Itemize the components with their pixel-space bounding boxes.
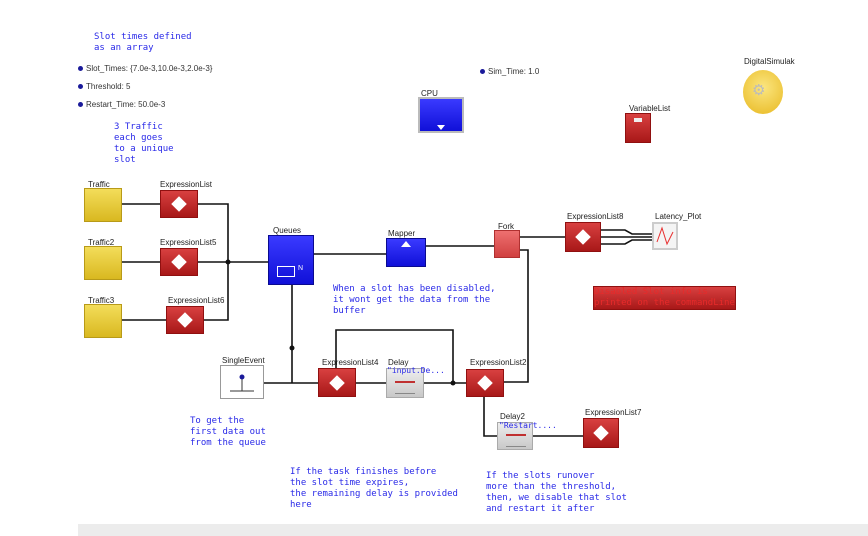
- expr6-label: ExpressionList6: [168, 296, 225, 305]
- slot-icon: [634, 118, 642, 122]
- delay-expression: "input.De...: [387, 366, 445, 375]
- mapper-block[interactable]: [386, 238, 426, 267]
- variable-list[interactable]: [625, 113, 651, 143]
- traffic3-source[interactable]: [84, 304, 122, 338]
- diamond-icon: [593, 425, 609, 441]
- wire: [601, 239, 652, 245]
- note-slot-times: Slot times defined as an array: [94, 32, 192, 53]
- note-first-data: To get the first data out from the queue: [190, 416, 266, 448]
- traffic-source[interactable]: [84, 188, 122, 222]
- gears-icon: ⚙: [752, 82, 766, 99]
- fork-label: Fork: [498, 222, 514, 231]
- horizontal-scrollbar[interactable]: [78, 524, 868, 536]
- varlist-label: VariableList: [629, 104, 671, 113]
- queue-n-label: N: [298, 265, 304, 272]
- expression-list7[interactable]: [583, 418, 619, 448]
- plot-icon: [656, 226, 674, 246]
- note-commandline: Disabled Slot info is printed on the com…: [593, 286, 736, 310]
- diamond-icon: [477, 375, 493, 391]
- expression-list4[interactable]: [318, 368, 356, 397]
- cpu-block[interactable]: [418, 97, 464, 133]
- delay2-label: Delay2: [500, 412, 525, 421]
- wire: [335, 329, 454, 383]
- expr5-label: ExpressionList5: [160, 238, 217, 247]
- delay-icon: [395, 381, 415, 394]
- latency-plot[interactable]: [652, 222, 678, 250]
- single-event[interactable]: [220, 365, 264, 399]
- traffic2-source[interactable]: [84, 246, 122, 280]
- queues-label: Queues: [273, 226, 302, 235]
- delay-block[interactable]: [386, 368, 424, 398]
- triangle-icon: [437, 125, 445, 130]
- queues-block[interactable]: N: [268, 235, 314, 285]
- digital-simulak-director[interactable]: ⚙: [743, 70, 783, 114]
- diamond-icon: [575, 229, 591, 245]
- mapper-label: Mapper: [388, 229, 416, 238]
- fork-block[interactable]: [494, 230, 520, 258]
- relation-dot: [450, 380, 456, 386]
- param-slot-times[interactable]: Slot_Times: {7.0e-3,10.0e-3,2.0e-3}: [78, 64, 212, 73]
- param-sim-time[interactable]: Sim_Time: 1.0: [480, 67, 539, 76]
- diamond-icon: [171, 254, 187, 270]
- single-event-label: SingleEvent: [222, 356, 265, 365]
- diamond-icon: [171, 196, 187, 212]
- relation-dot: [289, 345, 295, 351]
- delay2-block[interactable]: [497, 422, 533, 450]
- expr4-label: ExpressionList4: [322, 358, 379, 367]
- relation-dot: [225, 259, 231, 265]
- note-disabled-slot: When a slot has been disabled, it wont g…: [333, 284, 496, 316]
- note-traffic: 3 Traffic each goes to a unique slot: [114, 122, 174, 165]
- expression-list2[interactable]: [466, 369, 504, 397]
- diamond-icon: [177, 312, 193, 328]
- wire: [504, 249, 529, 383]
- director-label: DigitalSimulak: [744, 57, 795, 66]
- note-task-finishes: If the task finishes before the slot tim…: [290, 467, 458, 510]
- delay2-expression: "Restart....: [499, 421, 557, 430]
- expr2-label: ExpressionList2: [470, 358, 527, 367]
- latency-label: Latency_Plot: [655, 212, 702, 221]
- expression-list5[interactable]: [160, 248, 198, 276]
- note-runover: If the slots runover more than the thres…: [486, 471, 627, 514]
- triangle-icon: [401, 241, 411, 247]
- delay-icon: [506, 434, 526, 447]
- param-restart-time[interactable]: Restart_Time: 50.0e-3: [78, 100, 165, 109]
- expr8-label: ExpressionList8: [567, 212, 624, 221]
- traffic3-label: Traffic3: [88, 296, 115, 305]
- wire: [601, 229, 652, 235]
- queue-icon: [277, 266, 295, 277]
- expr7-label: ExpressionList7: [585, 408, 642, 417]
- diamond-icon: [329, 374, 345, 391]
- param-threshold[interactable]: Threshold: 5: [78, 82, 130, 91]
- traffic-label: Traffic: [88, 180, 110, 189]
- expression-list6[interactable]: [166, 306, 204, 334]
- traffic2-label: Traffic2: [88, 238, 115, 247]
- expression-list8[interactable]: [565, 222, 601, 252]
- expression-list[interactable]: [160, 190, 198, 218]
- expr-label: ExpressionList: [160, 180, 213, 189]
- wire: [483, 397, 497, 437]
- cpu-label: CPU: [421, 89, 438, 98]
- delay-label: Delay: [388, 358, 409, 367]
- event-icon: [230, 374, 254, 392]
